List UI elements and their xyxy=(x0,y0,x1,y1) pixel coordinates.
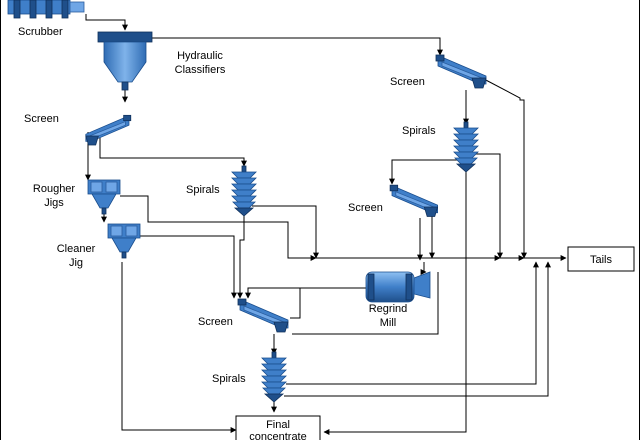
screen-right-mid-equipment xyxy=(389,184,438,217)
final-concentrate-label-line2: concentrate xyxy=(249,431,306,440)
hydraulic-classifier-equipment xyxy=(97,31,153,91)
spirals-bottom-label: Spirals xyxy=(212,373,246,385)
jig-label: Jig xyxy=(69,257,83,269)
rougher-label: Rougher xyxy=(33,183,76,195)
spirals-bottom-equipment xyxy=(261,351,287,403)
final-concentrate-box xyxy=(235,415,321,440)
screen-bottom-label: Screen xyxy=(198,316,233,328)
cleaner-label: Cleaner xyxy=(57,243,96,255)
tails-label: Tails xyxy=(590,254,613,266)
spirals-center-label: Spirals xyxy=(186,184,220,196)
regrind-label: Regrind xyxy=(369,303,408,315)
screen-left-label: Screen xyxy=(24,113,59,125)
final-concentrate-label-line1: Final xyxy=(266,419,290,431)
screen-bottom-equipment xyxy=(237,298,289,333)
scrubber-equipment xyxy=(7,0,85,19)
screen-top-right-equipment xyxy=(435,54,487,89)
scrubber-label: Scrubber xyxy=(18,26,63,38)
regrind-mill-equipment xyxy=(365,271,431,303)
spirals-center-equipment xyxy=(231,165,257,217)
cleaner-jig-equipment xyxy=(107,223,141,259)
rougher-jigs-equipment xyxy=(87,179,121,215)
flow-lines xyxy=(85,14,567,435)
hydraulic-label: Hydraulic xyxy=(177,50,223,62)
spirals-right-upper-label: Spirals xyxy=(402,125,436,137)
mill-label: Mill xyxy=(380,317,397,329)
spirals-right-upper-equipment xyxy=(453,121,479,173)
classifiers-label: Classifiers xyxy=(175,64,226,76)
jigs-label: Jigs xyxy=(44,197,64,209)
tails-box xyxy=(567,246,635,272)
screen-top-right-label: Screen xyxy=(390,76,425,88)
screen-right-mid-label: Screen xyxy=(348,202,383,214)
screen-left-equipment xyxy=(85,114,132,146)
